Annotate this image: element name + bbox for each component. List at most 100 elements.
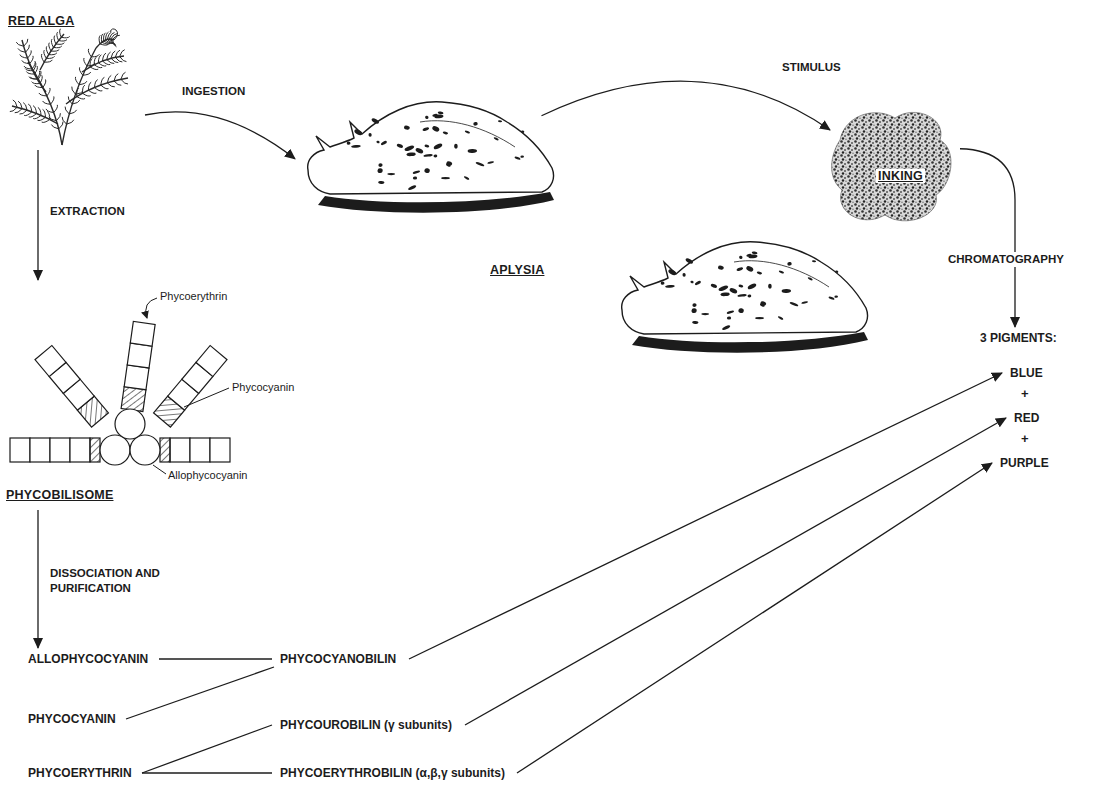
figure-title: INKING	[876, 169, 925, 183]
connector	[409, 373, 1002, 659]
alga-leaflet	[10, 107, 17, 111]
figure-title: APLYSIA	[490, 263, 544, 277]
connector	[960, 149, 1015, 327]
term-label: PURPLE	[998, 455, 1053, 471]
alga-leaflet	[103, 53, 106, 61]
drawing-part	[127, 343, 152, 368]
alga-leaflet	[59, 40, 67, 42]
alga-leaflet	[32, 61, 35, 69]
drawing-part	[10, 438, 30, 462]
alga-leaflet	[49, 53, 57, 55]
plus-sign: +	[1021, 386, 1029, 401]
alga-leaflet	[53, 46, 61, 48]
drawing-part	[121, 387, 146, 412]
term-label: RED	[1012, 410, 1044, 426]
term-label: PHYCOCYANIN	[26, 711, 120, 727]
alga-leaflet	[84, 58, 87, 66]
alga-leaflet	[120, 57, 127, 62]
alga-leaflet	[77, 88, 79, 96]
alga-leaflet	[51, 49, 59, 51]
alga-leaflet	[33, 106, 36, 114]
alga-leaflet	[62, 117, 66, 124]
alga-leaflet	[47, 111, 50, 119]
drawing-part	[210, 438, 230, 462]
aplysia-drawing-after-inking	[622, 242, 868, 353]
alga-leaflet	[121, 79, 128, 84]
alga-leaflet	[24, 39, 28, 46]
alga-leaflet	[34, 66, 37, 74]
alga-leaflet	[72, 100, 80, 104]
connector-label: CHROMATOGRAPHY	[946, 252, 1066, 267]
term-label: ALLOPHYCOCYANIN	[26, 651, 153, 667]
alga-leaflet	[40, 75, 42, 83]
alga-leaflet	[28, 50, 32, 58]
connector	[542, 81, 831, 130]
alga-stem	[40, 34, 64, 70]
alga-leaflet	[51, 39, 53, 47]
connector-label: DISSOCIATION AND PURIFICATION	[48, 566, 190, 596]
term-label: PHYCOCYANOBILIN	[278, 651, 401, 667]
alga-leaflet	[69, 110, 76, 114]
alga-leaflet	[79, 81, 87, 84]
term-label: 3 PIGMENTS:	[978, 330, 1061, 346]
connector	[37, 510, 38, 648]
alga-leaflet	[83, 72, 91, 75]
connector	[159, 658, 272, 659]
alga-leaflet	[37, 117, 45, 120]
alga-leaflet	[32, 82, 40, 84]
drawing-part	[184, 388, 229, 407]
alga-leaflet	[43, 79, 46, 87]
connector-label: STIMULUS	[780, 60, 843, 75]
alga-curl	[110, 29, 118, 40]
drawing-part	[190, 438, 210, 462]
alga-leaflet	[33, 115, 41, 118]
diagram-node: 3 PIGMENTS:	[978, 330, 1061, 346]
figure-title: RED ALGA	[8, 14, 74, 28]
connector	[37, 150, 38, 280]
alga-leaflet	[65, 107, 69, 114]
alga-leaflet	[20, 55, 28, 59]
alga-leaflet	[56, 43, 64, 45]
drawing-part	[50, 438, 70, 462]
callout-label: Allophycocyanin	[168, 469, 248, 481]
connector-label: INGESTION	[180, 84, 247, 99]
alga-stem	[62, 48, 96, 145]
diagram-node: INKING	[830, 105, 960, 230]
term-label: PHYCOERYTHRIN	[26, 765, 136, 781]
alga-leaflet	[22, 60, 30, 63]
alga-leaflet	[56, 113, 60, 121]
alga-leaflet	[38, 107, 41, 115]
alga-leaflet	[54, 36, 56, 44]
alga-leaflet	[26, 45, 30, 53]
drawing-part	[130, 321, 155, 346]
connector	[142, 725, 272, 773]
alga-leaflet	[41, 54, 44, 62]
diagram-node: PHYCOUROBILIN (γ subunits)	[278, 717, 457, 733]
alga-stem	[12, 106, 58, 124]
alga-stem	[66, 78, 128, 104]
alga-leaflet	[46, 46, 48, 54]
alga-leaflet	[60, 29, 62, 37]
diagram-node: PHYCOBILISOME	[5, 280, 305, 510]
connector	[145, 112, 295, 159]
plus-sign: +	[1021, 431, 1029, 446]
callout-label: Phycoerythrin	[160, 290, 227, 302]
alga-leaflet	[94, 57, 97, 65]
drawing-part	[160, 438, 170, 462]
diagram-node: ALLOPHYCOCYANIN	[26, 651, 153, 667]
drawing-part	[121, 321, 155, 411]
alga-leaflet	[88, 90, 96, 93]
alga-leaflet	[44, 50, 47, 58]
alga-leaflet	[18, 48, 26, 52]
alga-leaflet	[16, 42, 23, 46]
diagram-node: PURPLE	[998, 455, 1053, 471]
alga-leaflet	[59, 122, 63, 129]
diagram-node: PHYCOERYTHRIN	[26, 765, 136, 781]
connector	[465, 418, 1006, 725]
alga-leaflet	[120, 50, 125, 57]
connector	[126, 667, 274, 719]
alga-leaflet	[43, 101, 51, 104]
phycobilisome-drawing	[10, 321, 230, 465]
alga-leaflet	[83, 93, 91, 96]
